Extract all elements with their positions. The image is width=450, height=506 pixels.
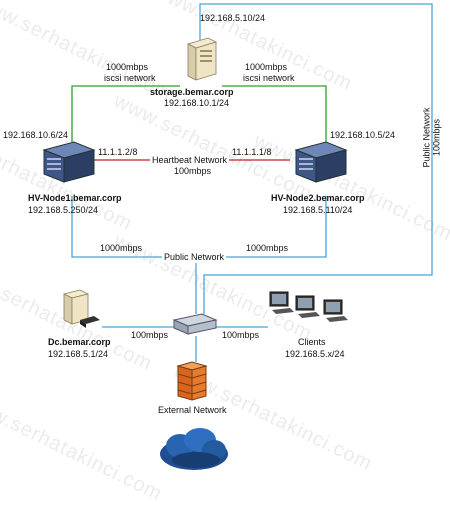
dc-server-icon[interactable] bbox=[58, 288, 102, 332]
client-pc-icon bbox=[323, 299, 348, 322]
iscsi-left-label: iscsi network bbox=[104, 73, 156, 83]
storage-ip: 192.168.10.1/24 bbox=[164, 98, 230, 108]
heartbeat-label: Heartbeat Network bbox=[150, 155, 230, 166]
iscsi-left-speed: 1000mbps bbox=[106, 62, 149, 72]
storage-name: storage.bemar.corp bbox=[150, 87, 234, 97]
node2-iscsi-ip: 192.168.10.5/24 bbox=[330, 130, 396, 140]
public-left-speed: 1000mbps bbox=[100, 243, 143, 253]
clients-icon[interactable] bbox=[268, 290, 354, 332]
heartbeat-speed: 100mbps bbox=[174, 166, 212, 176]
storage-top-ip: 192.168.5.10/24 bbox=[200, 13, 266, 23]
clients-speed: 100mbps bbox=[222, 330, 260, 340]
dc-ip: 192.168.5.1/24 bbox=[48, 349, 109, 359]
iscsi-link-node2 bbox=[222, 85, 327, 142]
node1-ip: 192.168.5.250/24 bbox=[28, 205, 99, 215]
dc-speed: 100mbps bbox=[131, 330, 169, 340]
dc-name: Dc.bemar.corp bbox=[48, 337, 111, 347]
client-pc-icon bbox=[269, 291, 294, 314]
hv-node2-server-icon[interactable] bbox=[292, 140, 350, 186]
network-switch-icon[interactable] bbox=[172, 312, 218, 338]
hv-node1-server-icon[interactable] bbox=[40, 140, 98, 186]
public-right-speed: 1000mbps bbox=[246, 243, 289, 253]
node1-heartbeat-ip: 11.1.1.2/8 bbox=[98, 147, 138, 157]
public-vertical-speed: 100mbps bbox=[431, 118, 442, 157]
node1-name: HV-Node1.bemar.corp bbox=[28, 193, 122, 203]
node2-heartbeat-ip: 11.1.1.1/8 bbox=[232, 147, 272, 157]
connection-lines bbox=[71, 3, 433, 362]
iscsi-link-node1 bbox=[71, 85, 180, 142]
public-link-storage bbox=[199, 3, 433, 314]
iscsi-right-label: iscsi network bbox=[243, 73, 295, 83]
client-pc-icon bbox=[295, 295, 320, 318]
public-link-node2 bbox=[196, 196, 327, 258]
clients-name: Clients bbox=[298, 337, 326, 347]
public-link-node1 bbox=[71, 196, 196, 258]
node2-ip: 192.168.5.110/24 bbox=[283, 205, 353, 215]
internet-cloud-icon bbox=[160, 428, 228, 470]
storage-server-icon[interactable] bbox=[182, 36, 222, 82]
external-network-label: External Network bbox=[158, 405, 227, 415]
firewall-icon[interactable] bbox=[176, 360, 208, 402]
iscsi-right-speed: 1000mbps bbox=[245, 62, 288, 72]
node2-name: HV-Node2.bemar.corp bbox=[271, 193, 365, 203]
public-network-label: Public Network bbox=[162, 252, 227, 263]
clients-ip: 192.168.5.x/24 bbox=[285, 349, 345, 359]
node1-iscsi-ip: 192.168.10.6/24 bbox=[3, 130, 69, 140]
